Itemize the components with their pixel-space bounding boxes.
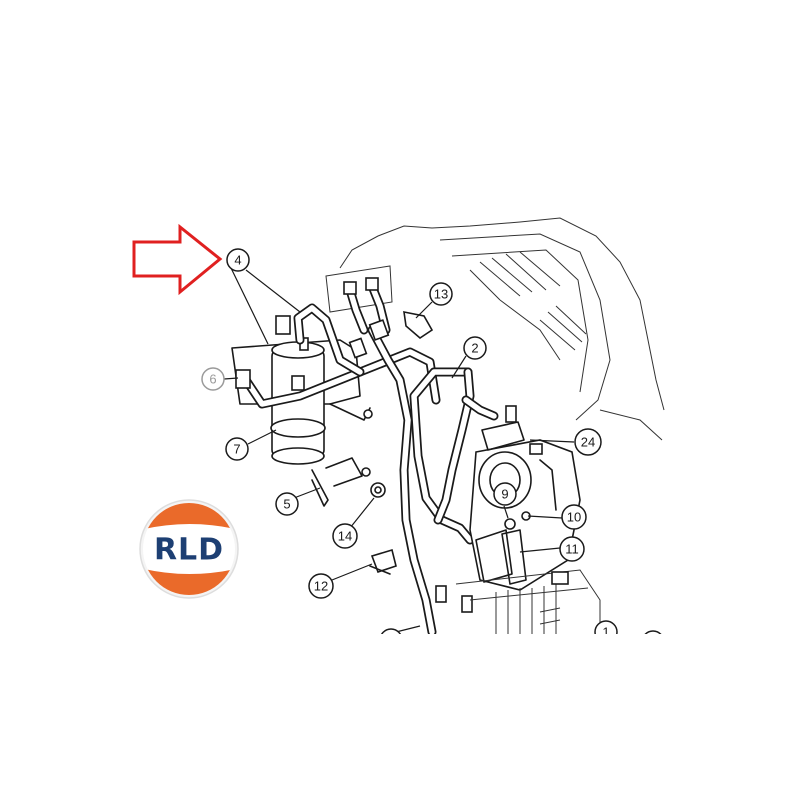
callout-10: 10	[561, 504, 587, 530]
svg-text:2: 2	[471, 341, 478, 356]
svg-text:7: 7	[233, 442, 240, 457]
engine-outline	[325, 217, 665, 441]
callout-4: 4	[226, 248, 250, 272]
mount-bracket	[501, 511, 531, 585]
svg-text:1: 1	[602, 625, 609, 640]
callout-12: 12	[308, 573, 334, 599]
svg-text:12: 12	[314, 579, 328, 594]
refrigerant-lines	[241, 281, 499, 637]
crop-mask	[300, 634, 700, 674]
compressor	[469, 405, 581, 591]
fittings	[235, 277, 473, 613]
svg-text:5: 5	[283, 497, 290, 512]
rld-logo: RLD	[139, 499, 239, 599]
callout-13: 13	[429, 282, 453, 306]
leader-lines	[223, 267, 575, 633]
callout-7: 7	[225, 437, 249, 461]
callout-14: 14	[332, 523, 358, 549]
small-parts	[361, 310, 434, 575]
svg-text:6: 6	[209, 372, 216, 387]
callout-24: 24	[574, 428, 602, 456]
callout-6: 6	[201, 367, 225, 391]
pointer-arrow-icon	[132, 223, 223, 296]
svg-text:9: 9	[501, 487, 508, 502]
svg-text:4: 4	[234, 253, 241, 268]
receiver-drier	[270, 315, 326, 465]
svg-text:11: 11	[565, 542, 579, 557]
svg-text:10: 10	[567, 510, 581, 525]
svg-text:13: 13	[434, 287, 448, 302]
callout-11: 11	[559, 536, 585, 562]
callout-2: 2	[463, 336, 487, 360]
callout-5: 5	[275, 492, 299, 516]
callout-9: 9	[493, 482, 517, 506]
svg-text:24: 24	[581, 435, 595, 450]
condenser	[455, 569, 601, 636]
svg-text:RLD: RLD	[154, 533, 224, 568]
svg-text:14: 14	[338, 529, 352, 544]
